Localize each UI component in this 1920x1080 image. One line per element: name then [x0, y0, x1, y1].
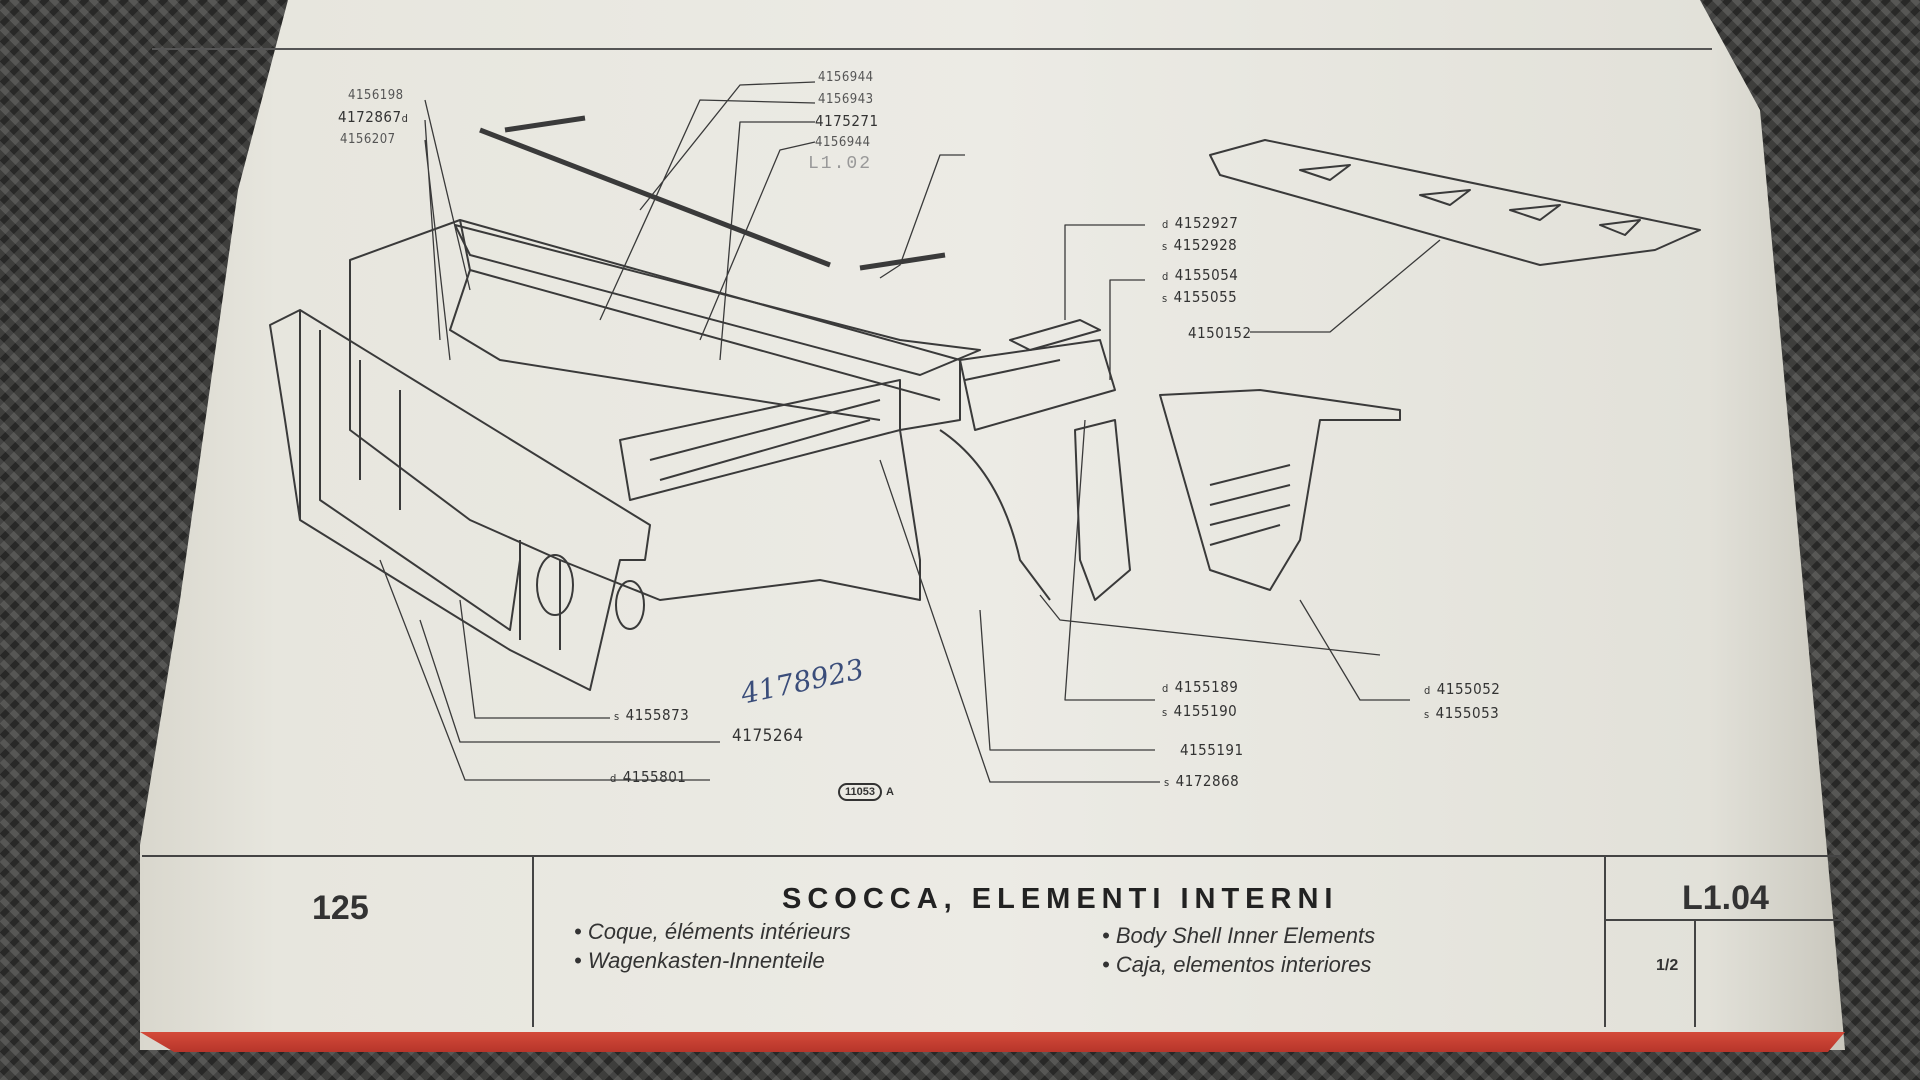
- parcel-shelf: [454, 224, 981, 376]
- label-4155189: d 4155189: [1162, 678, 1238, 696]
- header-rule: [152, 48, 1712, 50]
- side-d: d: [1162, 218, 1169, 231]
- label-4156944: 4156944: [818, 70, 874, 85]
- side-d: d: [1162, 270, 1169, 283]
- page-edge-red: [140, 1032, 1845, 1052]
- tube-4156944-b: [859, 252, 946, 271]
- code: 4152927: [1174, 214, 1239, 232]
- tube-4156943: [504, 115, 586, 133]
- subtitle-french: • Coque, éléments intérieurs: [574, 919, 851, 944]
- side-d: d: [610, 772, 617, 785]
- label-4175271: 4175271: [815, 112, 879, 130]
- code: 4155801: [622, 768, 687, 786]
- side-d: d: [1162, 682, 1169, 695]
- side-s: s: [1164, 776, 1170, 789]
- quarter-panel-4155052: [1159, 389, 1401, 591]
- label-4172868: s 4172868: [1164, 772, 1239, 790]
- subtitle-english: • Body Shell Inner Elements: [1102, 923, 1376, 948]
- side-s: s: [1162, 706, 1168, 719]
- code: 4155054: [1174, 266, 1239, 284]
- label-4156944-b: 4156944: [815, 135, 871, 150]
- wheel-arch: [959, 339, 1116, 431]
- code: 4155052: [1436, 680, 1501, 698]
- bracket-4152927: [1009, 319, 1101, 351]
- label-4152928: s 4152928: [1162, 236, 1237, 254]
- page-number: 125: [312, 889, 369, 927]
- label-4156198: 4156198: [348, 88, 404, 103]
- drawing-number-suffix: A: [886, 786, 894, 798]
- label-4172867-suffix: d: [401, 112, 409, 125]
- code: 4172868: [1175, 772, 1240, 790]
- label-4155190: s 4155190: [1162, 702, 1237, 720]
- label-4155052: d 4155052: [1424, 680, 1500, 698]
- label-4155053: s 4155053: [1424, 704, 1499, 722]
- label-4156207: 4156207: [340, 132, 396, 147]
- side-s: s: [1162, 240, 1168, 253]
- label-4155191: 4155191: [1180, 741, 1244, 759]
- code: 4152928: [1173, 236, 1238, 254]
- catalog-page: [140, 0, 1845, 1050]
- label-4155055: s 4155055: [1162, 288, 1237, 306]
- code: 4155190: [1173, 702, 1238, 720]
- side-d: d: [1424, 684, 1431, 697]
- pillar-4155189: [1074, 419, 1131, 601]
- section-code: L1.04: [1682, 879, 1769, 917]
- code: 4155189: [1174, 678, 1239, 696]
- rear-shelf-4150152: [1209, 139, 1701, 266]
- subtitle-german: • Wagenkasten-Innenteile: [574, 948, 825, 973]
- label-4155801: d 4155801: [610, 768, 686, 786]
- side-s: s: [1424, 708, 1430, 721]
- sheet-number: 1/2: [1656, 957, 1679, 974]
- label-4150152: 4150152: [1188, 324, 1252, 342]
- title-cell: [534, 857, 1606, 1027]
- handwritten-ref-top: L1.02: [808, 154, 873, 174]
- title-block: 125 SCOCCA, ELEMENTI INTERNI • Coque, él…: [142, 855, 1844, 1027]
- label-4175264: 4175264: [732, 726, 804, 746]
- label-4152927: d 4152927: [1162, 214, 1238, 232]
- sheet-divider: [1694, 921, 1696, 1027]
- page-number-cell: [142, 857, 534, 1027]
- side-s: s: [1162, 292, 1168, 305]
- side-s: s: [614, 710, 620, 723]
- code: 4155053: [1435, 704, 1500, 722]
- page-title: SCOCCA, ELEMENTI INTERNI: [782, 883, 1339, 915]
- label-4156943: 4156943: [818, 92, 874, 107]
- label-4172867-code: 4172867: [338, 108, 402, 126]
- rear-panel: [269, 309, 651, 691]
- drawing-number-stamp: 11053: [838, 783, 882, 801]
- label-4172867: 4172867d: [338, 108, 414, 126]
- code: 4155873: [625, 706, 690, 724]
- subtitle-spanish: • Caja, elementos interiores: [1102, 952, 1372, 977]
- label-4155873: s 4155873: [614, 706, 689, 724]
- label-4155054: d 4155054: [1162, 266, 1238, 284]
- code: 4155055: [1173, 288, 1238, 306]
- code-divider: [1604, 919, 1844, 921]
